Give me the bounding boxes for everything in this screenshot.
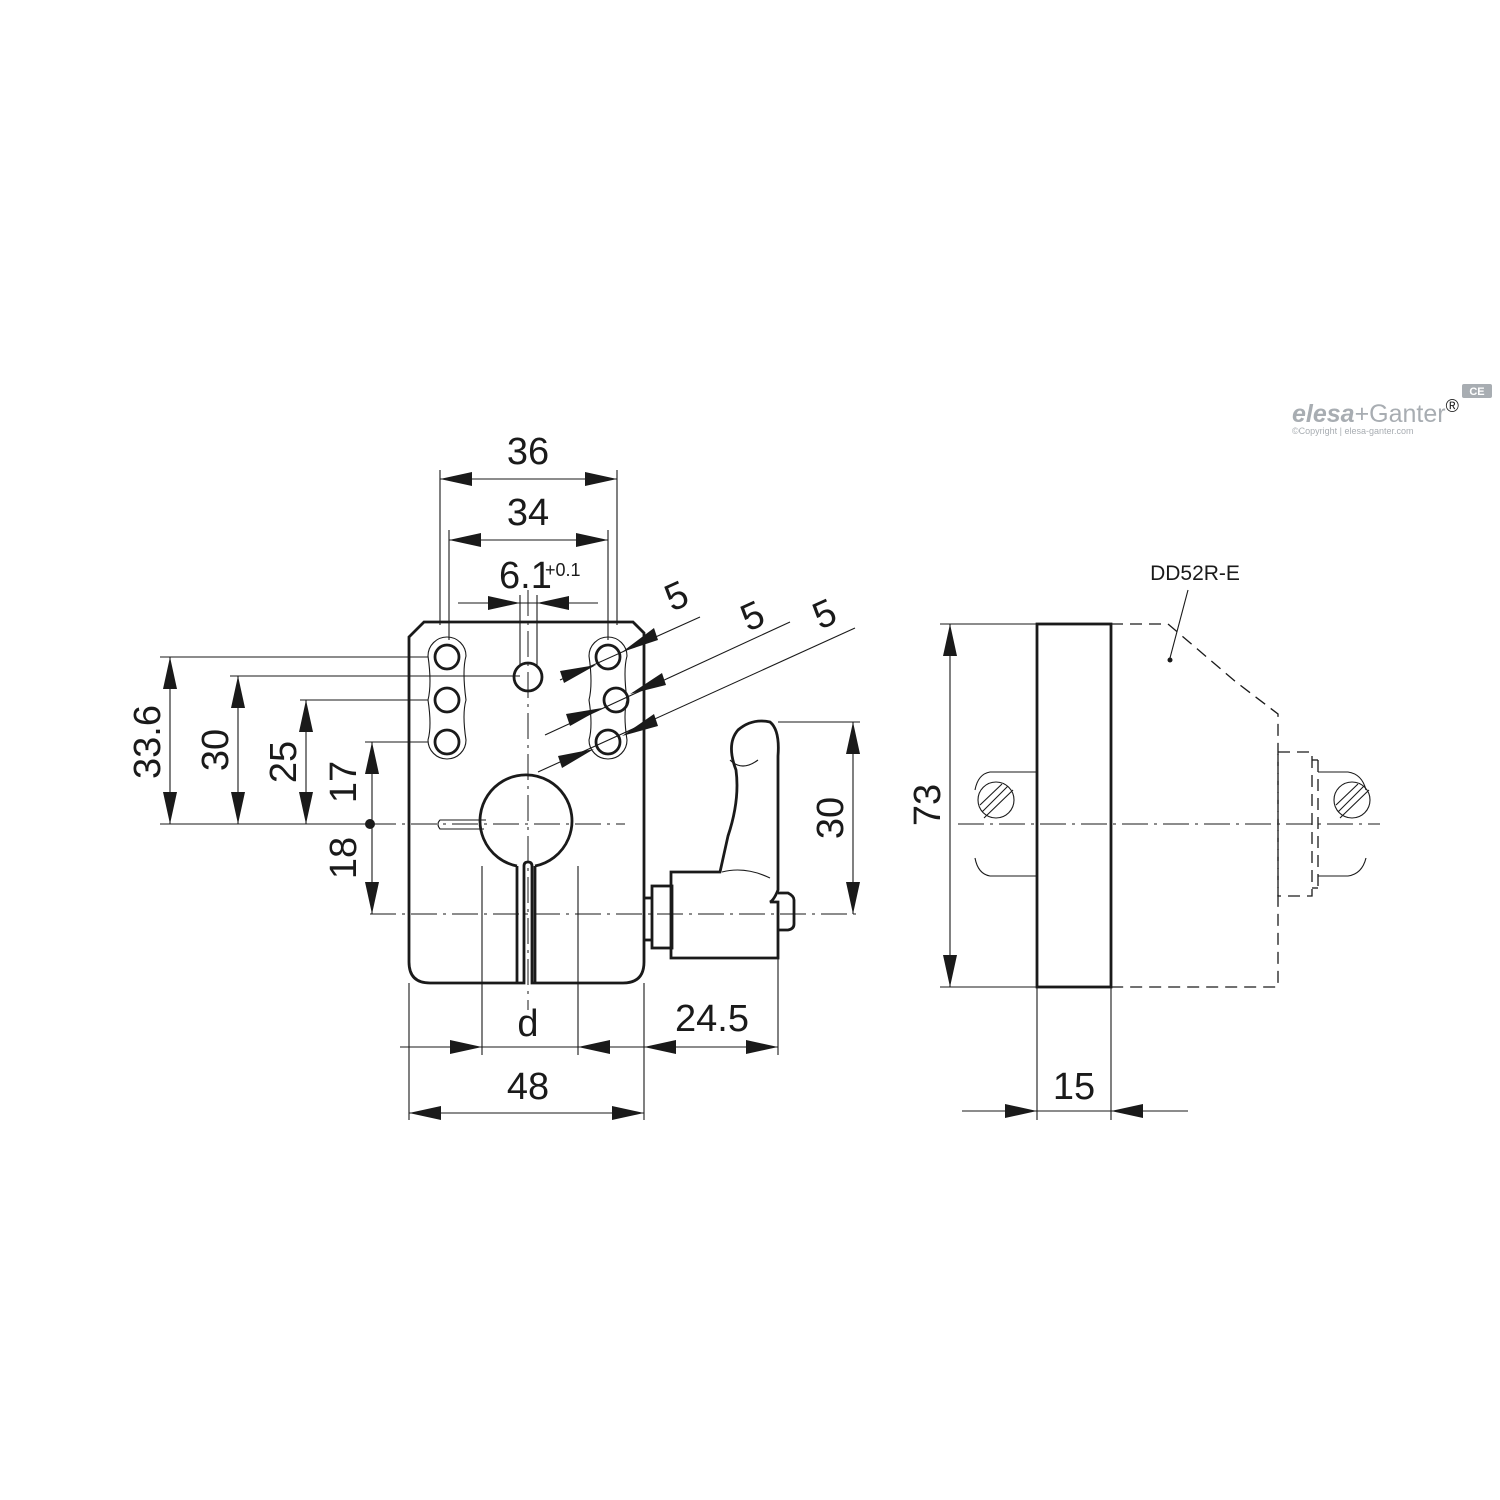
- ce-mark: CE: [1469, 386, 1484, 398]
- side-view: DD52R-E 73 15: [907, 562, 1380, 1120]
- dim-17: 17: [323, 761, 365, 803]
- lever-shaft: [650, 884, 674, 950]
- dim-18: 18: [323, 837, 365, 879]
- right-hole-group: [588, 636, 630, 760]
- dim-d: d: [517, 1003, 538, 1045]
- dim-15: 15: [1053, 1066, 1095, 1108]
- key-slot: [437, 819, 486, 830]
- dim-pitch-5-a: 5: [659, 573, 695, 620]
- front-dimensions: 36 34 6.1 +0.1 5 5 5 33.6 30 25 17 18 30…: [127, 431, 860, 1120]
- front-view: [370, 590, 860, 1010]
- left-hole-group: [427, 636, 467, 760]
- dim-pitch-5-c: 5: [807, 591, 843, 638]
- dim-25: 25: [263, 741, 305, 783]
- dim-36: 36: [507, 431, 549, 473]
- dim-6-1-tolerance: +0.1: [545, 560, 581, 580]
- brand-name: elesa+Ganter®: [1292, 396, 1459, 428]
- bore-circle: [478, 773, 574, 868]
- elesa-ganter-logo: CE elesa+Ganter® ©Copyright | elesa-gant…: [1292, 384, 1492, 436]
- dim-24-5: 24.5: [675, 998, 749, 1040]
- rod-section-right: [1318, 771, 1371, 877]
- side-body: [1035, 622, 1113, 989]
- dim-73: 73: [907, 784, 949, 826]
- dim-48: 48: [507, 1066, 549, 1108]
- part-reference-label: DD52R-E: [1150, 562, 1240, 585]
- clamp-lever: [669, 719, 780, 960]
- dim-34: 34: [507, 492, 549, 534]
- dim-pitch-5-b: 5: [735, 593, 771, 640]
- dim-30-left: 30: [195, 729, 237, 771]
- rod-section-left: [974, 771, 1037, 877]
- dim-6-1: 6.1: [499, 555, 552, 597]
- copyright-text: ©Copyright | elesa-ganter.com: [1292, 426, 1414, 436]
- dim-30-right: 30: [810, 797, 852, 839]
- ce-mark-box: [1462, 384, 1492, 398]
- dim-33-6: 33.6: [127, 705, 169, 779]
- lever-pin: [778, 891, 796, 932]
